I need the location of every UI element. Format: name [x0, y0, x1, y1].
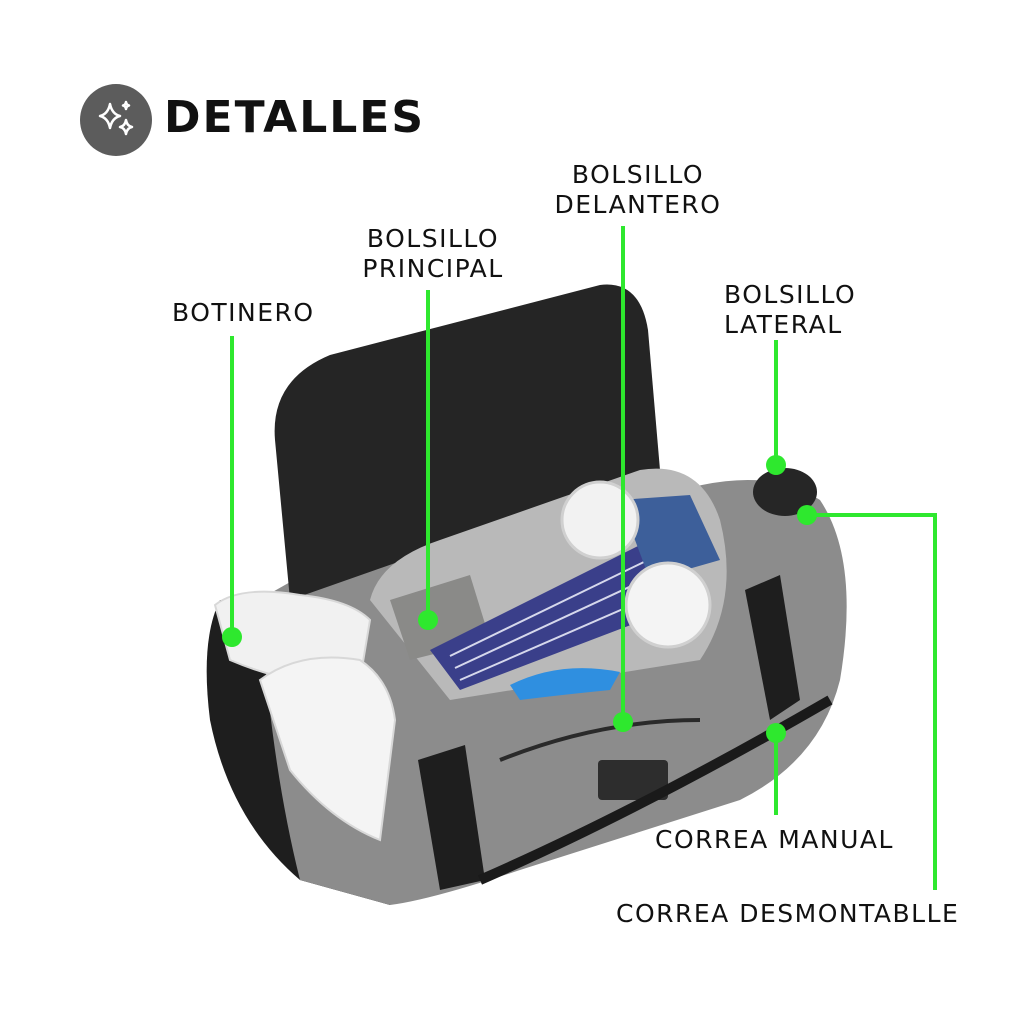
label-line: PRINCIPAL: [362, 254, 504, 283]
bag-lid: [274, 284, 660, 600]
jeans: [620, 495, 720, 580]
callout-dot-bolsillo-delantero: [613, 712, 633, 732]
flip-flop: [510, 668, 620, 700]
label-botinero: BOTINERO: [172, 298, 315, 327]
label-correa-desmontable: CORREA DESMONTABLLE: [616, 899, 960, 928]
side-pocket: [753, 468, 817, 516]
callout-line-correa-desmontable: [807, 513, 937, 890]
label-correa-manual: CORREA MANUAL: [655, 825, 894, 854]
handle-strap-right: [745, 575, 800, 720]
label-bolsillo-lateral: BOLSILLO LATERAL: [724, 280, 856, 340]
callout-dot-bolsillo-principal: [418, 610, 438, 630]
headphone-left: [560, 480, 640, 560]
label-line: BOLSILLO: [366, 224, 500, 253]
callout-dot-botinero: [222, 627, 242, 647]
front-pocket-zipper: [499, 718, 701, 762]
label-line: LATERAL: [724, 310, 843, 339]
headphone-right: [624, 561, 712, 649]
callout-dot-bolsillo-lateral: [766, 455, 786, 475]
sparkles-badge: [80, 84, 152, 156]
striped-folder: [430, 545, 670, 690]
page-title: DETALLES: [164, 92, 426, 143]
label-line: DELANTERO: [554, 190, 722, 219]
callout-dot-correa-desmontable: [797, 505, 817, 525]
sparkles-icon: [98, 100, 134, 136]
label-line: BOLSILLO: [571, 160, 705, 189]
sneaker-bottom: [258, 656, 397, 842]
front-pocket-patch: [598, 760, 668, 800]
callout-dot-correa-manual: [766, 723, 786, 743]
label-bolsillo-principal: BOLSILLO PRINCIPAL: [358, 224, 508, 284]
label-line: BOLSILLO: [724, 280, 857, 309]
label-bolsillo-delantero: BOLSILLO DELANTERO: [550, 160, 726, 220]
handle-strap-left: [418, 745, 485, 890]
